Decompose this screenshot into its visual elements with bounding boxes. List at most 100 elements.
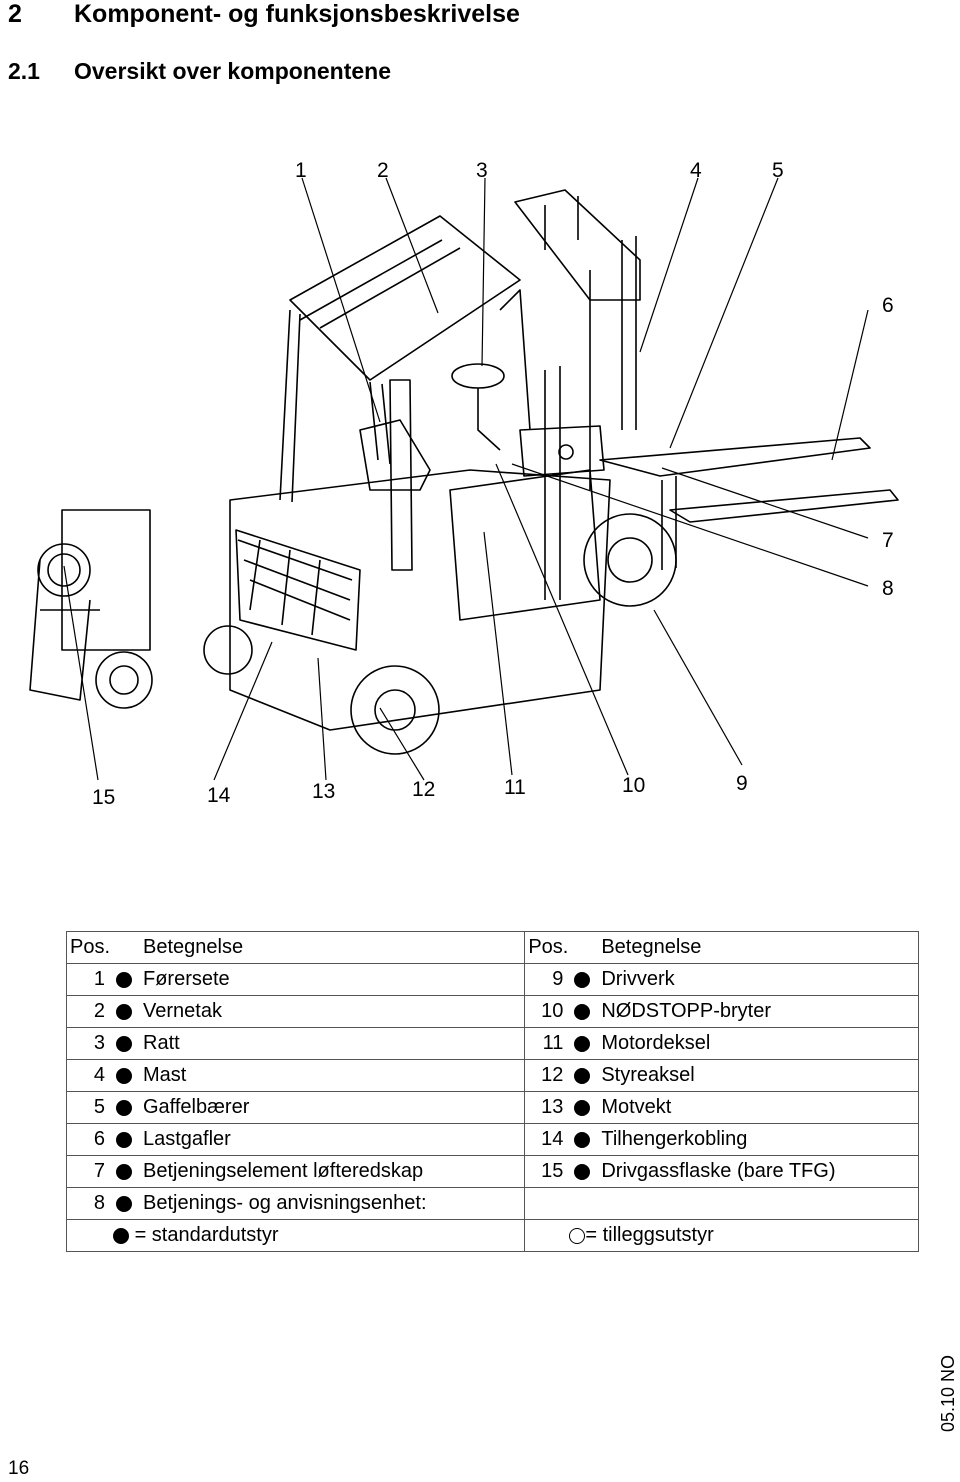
standard-marker xyxy=(111,995,137,1028)
component-name: Vernetak xyxy=(137,995,526,1028)
hollow-dot-icon xyxy=(569,1227,586,1244)
filled-dot-icon xyxy=(574,1163,591,1180)
forklift-illustration: 1 2 3 4 5 6 7 8 15 14 13 12 11 10 9 xyxy=(0,130,960,830)
filled-dot-icon xyxy=(574,1003,591,1020)
callout-numbers-bottom: 15 14 13 12 11 10 9 xyxy=(92,772,748,809)
table-row: 2 Vernetak 10 NØDSTOPP-bryter xyxy=(66,995,920,1028)
standard-marker xyxy=(569,963,596,996)
header-name-right: Betegnelse xyxy=(595,931,920,964)
pos-number: 6 xyxy=(66,1123,111,1156)
component-name: Ratt xyxy=(137,1027,526,1060)
standard-marker xyxy=(569,1091,596,1124)
empty-cell xyxy=(524,1187,570,1220)
callout-numbers-right: 6 7 8 xyxy=(882,294,894,600)
callout-2: 2 xyxy=(377,159,389,182)
component-name: Betjenings- og anvisningsenhet: xyxy=(137,1187,526,1220)
component-name: Mast xyxy=(137,1059,526,1092)
filled-dot-icon xyxy=(116,971,132,988)
filled-dot-icon xyxy=(116,1067,132,1084)
standard-marker xyxy=(111,1155,137,1188)
filled-dot-icon xyxy=(113,1227,129,1244)
standard-marker xyxy=(569,995,596,1028)
forklift-drawing: 1 2 3 4 5 6 7 8 15 14 13 12 11 10 9 xyxy=(29,159,899,809)
filled-dot-icon xyxy=(116,1003,132,1020)
truck-linework xyxy=(29,189,899,755)
callout-9: 9 xyxy=(736,772,748,795)
component-name: Tilhengerkobling xyxy=(595,1123,920,1156)
callout-14: 14 xyxy=(207,784,231,807)
filled-dot-icon xyxy=(574,1067,591,1084)
pos-number: 7 xyxy=(66,1155,111,1188)
section-number: 2 xyxy=(8,0,22,28)
callout-1: 1 xyxy=(295,159,307,182)
callout-numbers-top: 1 2 3 4 5 xyxy=(295,159,784,182)
filled-dot-icon xyxy=(116,1035,132,1052)
component-name: Motvekt xyxy=(595,1091,920,1124)
component-table: Pos. Betegnelse Pos. Betegnelse 1 Førers… xyxy=(66,931,920,1252)
filled-dot-icon xyxy=(116,1131,132,1148)
leader-lines xyxy=(63,177,869,781)
filled-dot-icon xyxy=(116,1099,132,1116)
filled-dot-icon xyxy=(574,971,591,988)
filled-dot-icon xyxy=(574,1099,591,1116)
standard-marker xyxy=(111,963,137,996)
table-row: 8 Betjenings- og anvisningsenhet: xyxy=(66,1187,920,1220)
component-name: Gaffelbærer xyxy=(137,1091,526,1124)
component-name: Betjeningselement løfteredskap xyxy=(137,1155,526,1188)
table-row: 1 Førersete 9 Drivverk xyxy=(66,963,920,996)
standard-marker xyxy=(111,1059,137,1092)
callout-8: 8 xyxy=(882,577,894,600)
callout-11: 11 xyxy=(504,776,526,799)
callout-13: 13 xyxy=(312,780,335,803)
pos-number: 10 xyxy=(524,995,570,1028)
pos-number: 4 xyxy=(66,1059,111,1092)
filled-dot-icon xyxy=(574,1131,591,1148)
callout-6: 6 xyxy=(882,294,894,317)
empty-cell xyxy=(595,1187,920,1220)
filled-dot-icon xyxy=(116,1163,132,1180)
section-title: Komponent- og funksjonsbeskrivelse xyxy=(74,0,520,28)
callout-15: 15 xyxy=(92,786,115,809)
legend-row: = standardutstyr = tilleggsutstyr xyxy=(66,1219,920,1252)
callout-3: 3 xyxy=(476,159,488,182)
component-name: Motordeksel xyxy=(595,1027,920,1060)
callout-7: 7 xyxy=(882,529,894,552)
section-heading: 2 Komponent- og funksjonsbeskrivelse xyxy=(8,0,520,29)
standard-marker xyxy=(569,1155,596,1188)
component-name: NØDSTOPP-bryter xyxy=(595,995,920,1028)
document-code: 05.10 NO xyxy=(938,1354,958,1432)
page-number: 16 xyxy=(8,1458,30,1479)
component-name: Førersete xyxy=(137,963,526,996)
table-row: 6 Lastgafler 14 Tilhengerkobling xyxy=(66,1123,920,1156)
pos-number: 14 xyxy=(524,1123,570,1156)
legend-optional: = tilleggsutstyr xyxy=(569,1219,920,1252)
filled-dot-icon xyxy=(116,1195,132,1212)
legend-standard-text: = standardutstyr xyxy=(134,1224,279,1246)
component-name: Styreaksel xyxy=(595,1059,920,1092)
pos-number: 3 xyxy=(66,1027,111,1060)
table-row: 4 Mast 12 Styreaksel xyxy=(66,1059,920,1092)
callout-12: 12 xyxy=(412,778,435,801)
callout-10: 10 xyxy=(622,774,645,797)
table-header-row: Pos. Betegnelse Pos. Betegnelse xyxy=(66,931,920,964)
legend-standard: = standardutstyr xyxy=(111,1219,526,1252)
standard-marker xyxy=(569,1123,596,1156)
empty-cell xyxy=(66,1219,111,1252)
pos-number: 1 xyxy=(66,963,111,996)
pos-number: 8 xyxy=(66,1187,111,1220)
standard-marker xyxy=(569,1027,596,1060)
header-name-left: Betegnelse xyxy=(137,931,526,964)
pos-number: 2 xyxy=(66,995,111,1028)
pos-number: 15 xyxy=(524,1155,570,1188)
component-name: Drivgassflaske (bare TFG) xyxy=(595,1155,920,1188)
empty-cell xyxy=(569,1187,596,1220)
callout-4: 4 xyxy=(690,159,702,182)
filled-dot-icon xyxy=(574,1035,591,1052)
pos-number: 9 xyxy=(524,963,570,996)
header-pos-right: Pos. xyxy=(524,931,596,964)
component-name: Drivverk xyxy=(595,963,920,996)
standard-marker xyxy=(111,1027,137,1060)
standard-marker xyxy=(569,1059,596,1092)
pos-number: 5 xyxy=(66,1091,111,1124)
